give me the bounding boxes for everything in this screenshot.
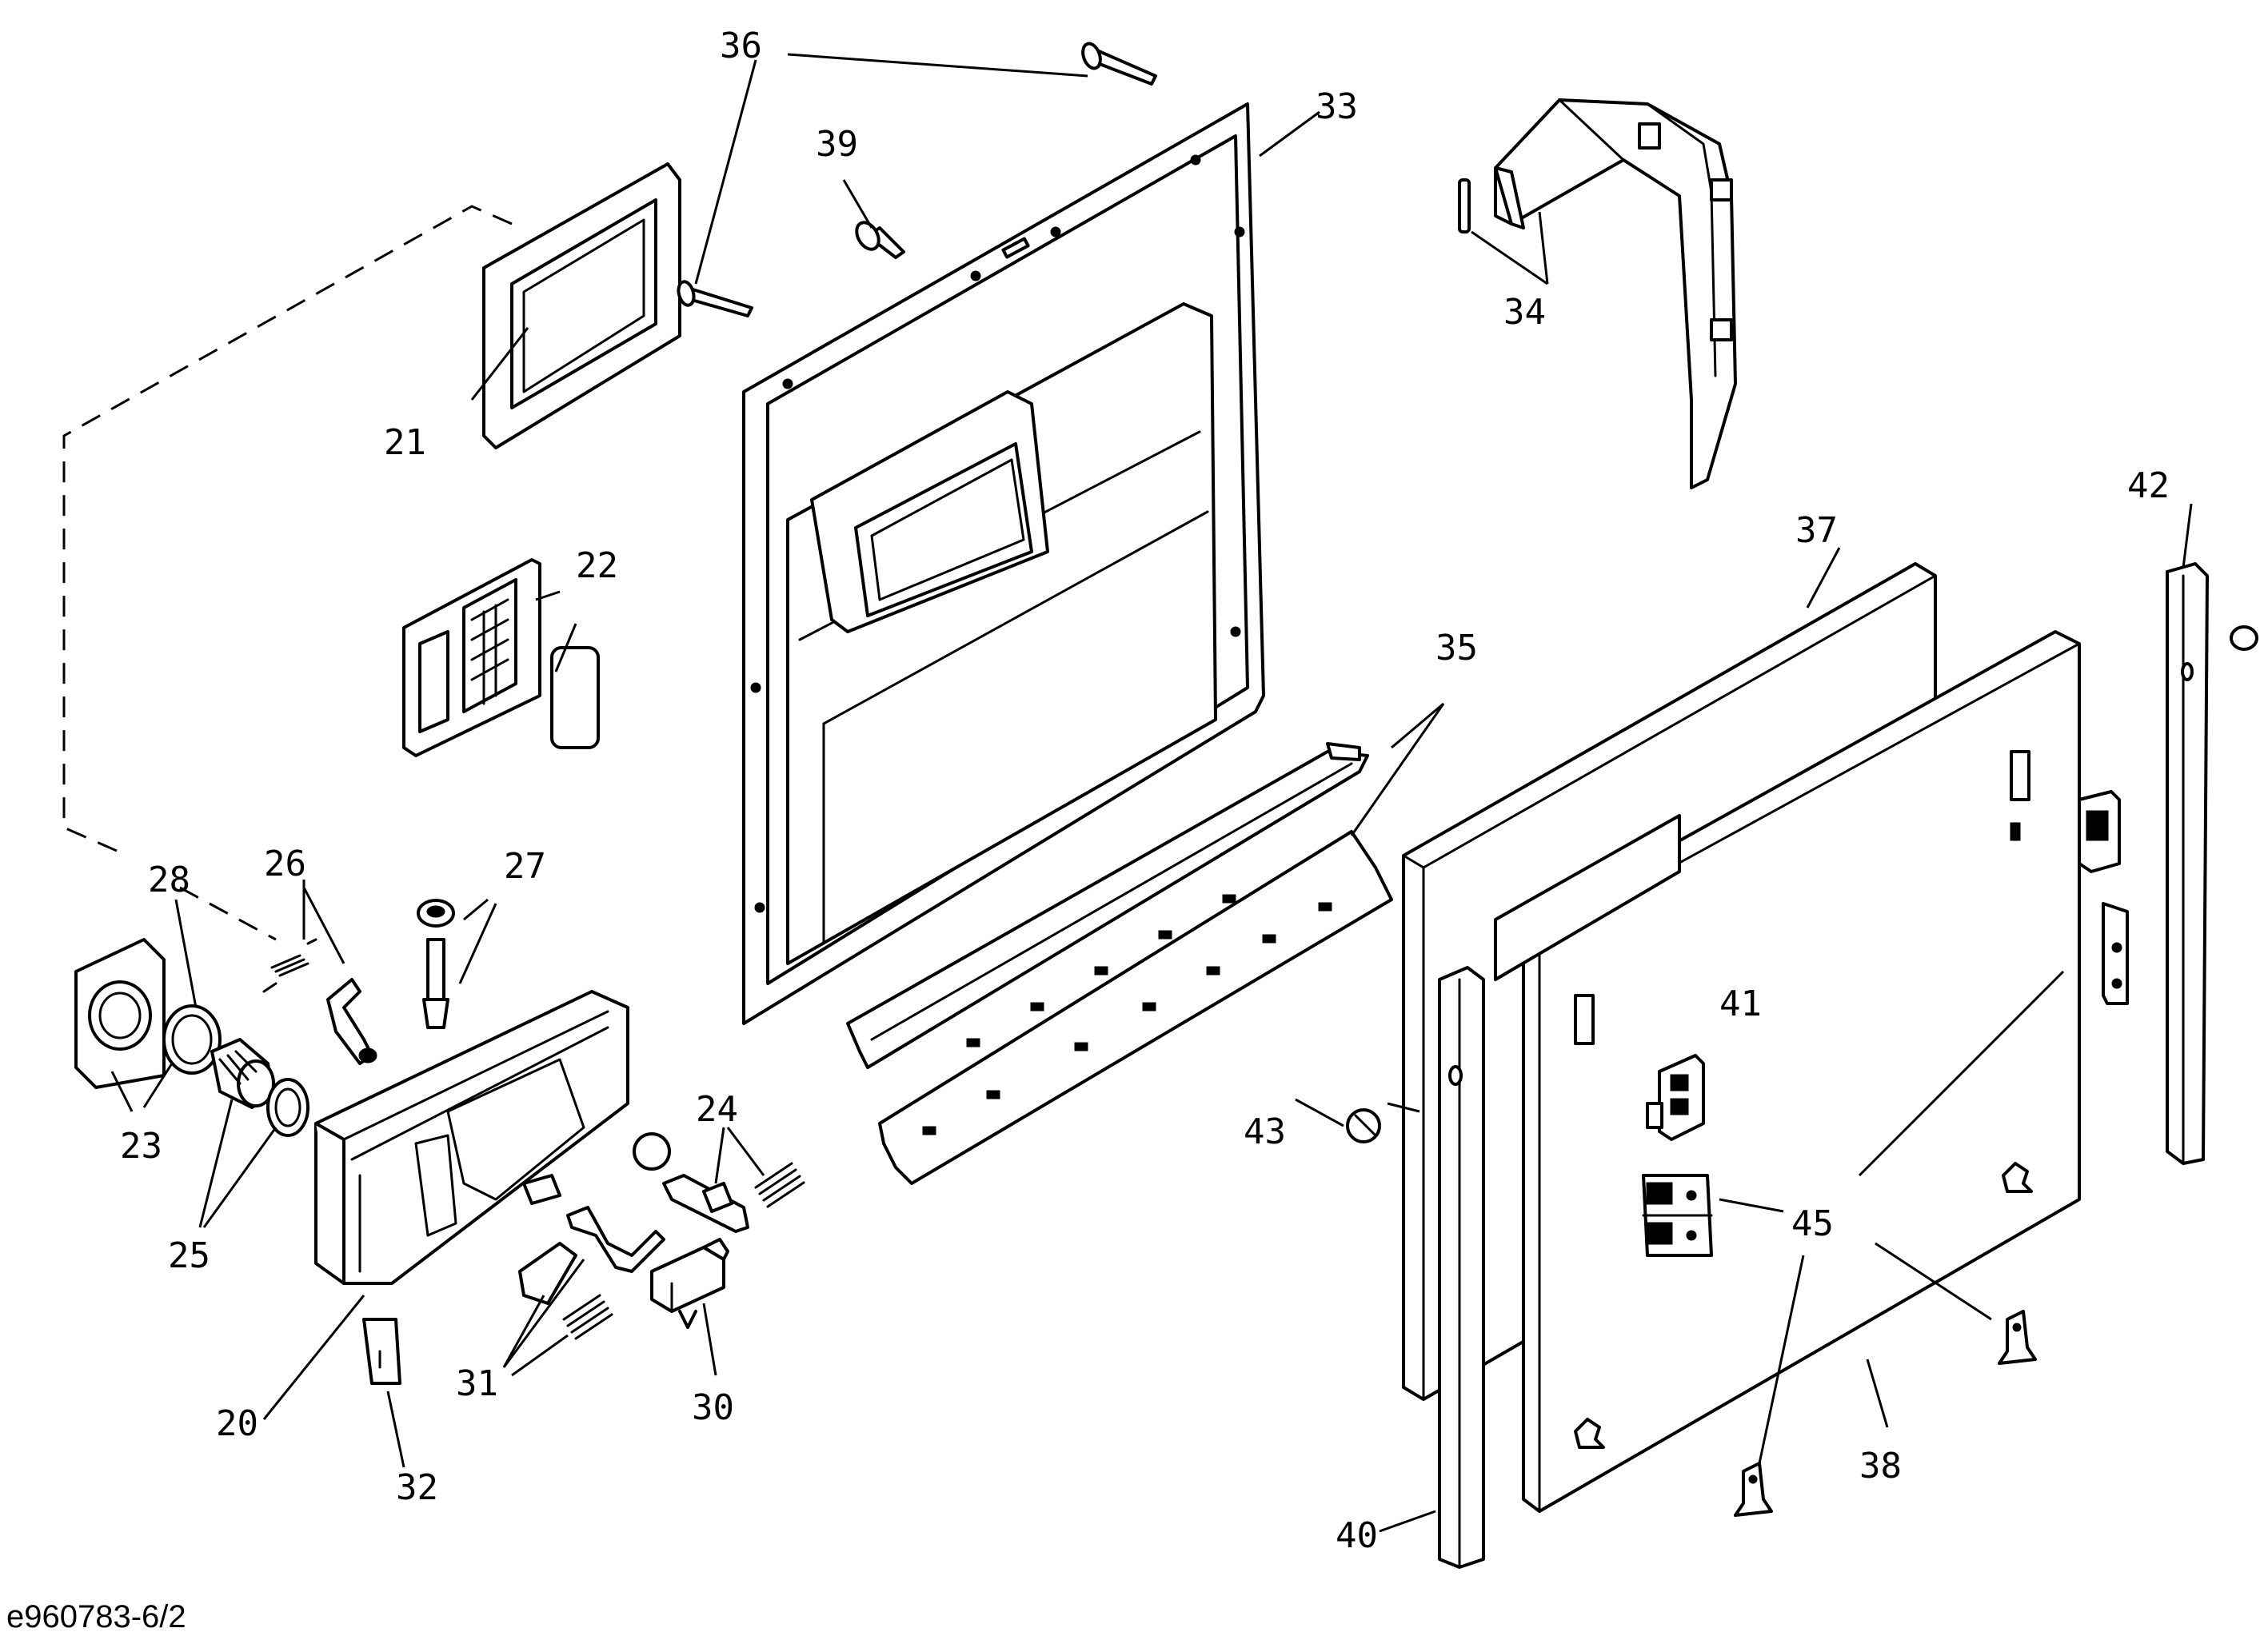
callout-41: 41	[1719, 984, 1762, 1024]
part-31-hook	[566, 1206, 665, 1273]
part-25-knob	[210, 1038, 275, 1109]
callout-21: 21	[384, 422, 426, 463]
callout-31: 31	[456, 1363, 498, 1404]
assembly-dashed-line-short	[179, 886, 277, 941]
callout-30: 30	[692, 1387, 734, 1428]
part-34-upper-bracket	[1458, 98, 1737, 489]
callout-22: 22	[576, 545, 618, 586]
callout-28: 28	[148, 860, 190, 900]
diagram-id-caption: e960783-6/2	[6, 1599, 186, 1634]
part-45-hinge-bottom	[1734, 1462, 1773, 1517]
part-26-spring	[262, 938, 317, 993]
callout-40: 40	[1336, 1515, 1378, 1556]
part-42-side-strip	[2166, 562, 2258, 1165]
callout-26: 26	[264, 844, 306, 884]
screw-39	[855, 221, 905, 259]
part-35-cover	[878, 830, 1393, 1185]
part-23-handle-bezel	[74, 938, 166, 1089]
part-32-clip	[362, 1318, 401, 1385]
part-24-spring	[754, 1162, 805, 1208]
part-33-inner-door	[742, 102, 1265, 1025]
part-35-rail	[846, 742, 1369, 1069]
part-43-cap	[1346, 1108, 1381, 1143]
part-45-hinge-center	[1642, 1174, 1713, 1257]
part-31-spring	[562, 1294, 613, 1340]
part-26-lever	[326, 978, 377, 1065]
callout-27: 27	[504, 846, 546, 887]
callout-42: 42	[2127, 465, 2170, 506]
callout-37: 37	[1795, 510, 1838, 551]
part-28-ring	[162, 1004, 222, 1075]
assembly-dashed-line	[62, 205, 513, 856]
part-45-hinge-bottom-right	[1998, 1310, 2037, 1365]
callout-34: 34	[1503, 292, 1546, 333]
part-21-gasket-frame	[482, 162, 681, 449]
callout-25: 25	[168, 1235, 210, 1276]
part-31-slider	[518, 1242, 577, 1305]
callout-38: 38	[1859, 1446, 1902, 1486]
callout-32: 32	[396, 1467, 438, 1508]
part-24-lever	[662, 1174, 749, 1233]
part-40-side-strip	[1438, 966, 1485, 1569]
screw-36-upper	[1081, 42, 1157, 86]
callout-24: 24	[696, 1089, 738, 1130]
part-24-ball	[633, 1132, 671, 1171]
screw-36-lower	[677, 280, 753, 317]
part-38-outer-panel	[1494, 630, 2081, 1513]
callout-45: 45	[1791, 1203, 1834, 1244]
callout-33: 33	[1316, 86, 1358, 127]
part-27-plunger	[417, 899, 455, 1029]
callout-labels: 36 33 39 34 21 22 42 37 35 28 26 27 41 4…	[120, 26, 2170, 1556]
callout-39: 39	[816, 124, 858, 165]
callout-23: 23	[120, 1126, 162, 1167]
part-41-latch	[1646, 1054, 1705, 1141]
callout-35: 35	[1435, 628, 1478, 668]
part-45-hinge-right	[2078, 790, 2129, 1005]
part-22-dispenser-cover	[402, 558, 600, 757]
leader-lines	[110, 53, 2193, 1533]
callout-36: 36	[720, 26, 762, 66]
part-30-switch	[650, 1238, 729, 1329]
part-25-ring	[266, 1078, 309, 1137]
callout-43: 43	[1244, 1111, 1286, 1152]
callout-20: 20	[216, 1403, 258, 1444]
part-20-control-housing	[314, 990, 629, 1285]
